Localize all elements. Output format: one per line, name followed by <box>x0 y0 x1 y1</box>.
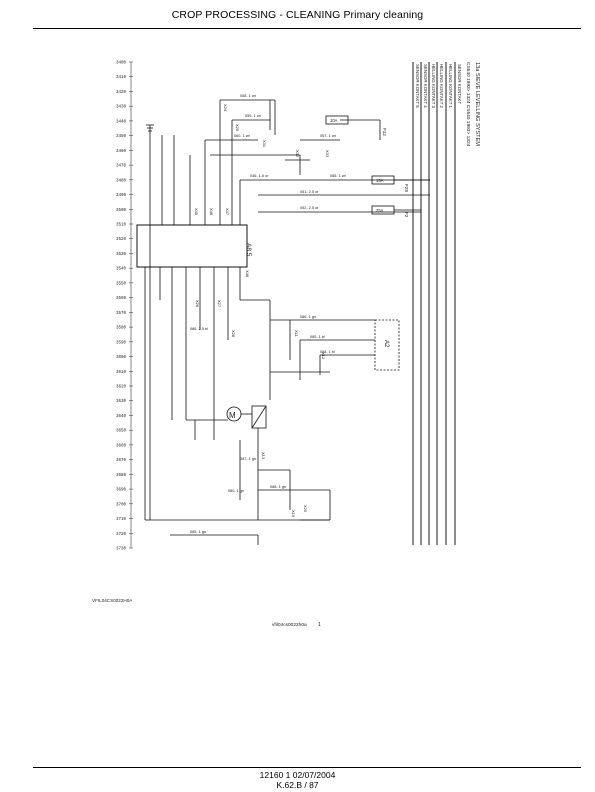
legend-label-6: SENSOR KONTAKT 5 <box>415 64 420 108</box>
connector-tag: X11 <box>294 330 299 338</box>
ruler-label: 3540 <box>116 268 127 272</box>
ruler-label: 3510 <box>116 224 127 228</box>
wire-label: 086- 1 gn <box>300 315 316 319</box>
fuse-label-f28: F28 <box>404 184 409 192</box>
ruler-label: 3590 <box>116 341 127 345</box>
connector-tag: X28 <box>231 330 236 338</box>
footer-doc-ref: 12160 1 02/07/2004 <box>259 770 336 780</box>
ruler-label: 3450 <box>116 135 127 139</box>
connector-tag: X20 <box>303 505 308 513</box>
footer-page-ref: K.62.B / 87 <box>276 780 319 790</box>
ruler-label: 3440 <box>116 120 127 124</box>
ruler-label: 3550 <box>116 282 127 286</box>
ruler-label: 3470 <box>116 165 127 169</box>
ruler-label: 3560 <box>116 297 127 301</box>
ruler-label: 3680 <box>116 474 127 478</box>
module-label: A8.5 <box>245 243 252 257</box>
ruler-label: 3480 <box>116 179 127 183</box>
connector-tag: X48 <box>245 270 250 278</box>
wire-label: 051- 2.5 or <box>300 190 319 194</box>
ruler-label: 3730 <box>116 548 127 552</box>
ruler-label: 3710 <box>116 518 127 522</box>
ruler-label: 3430 <box>116 106 127 110</box>
connector-tag: X12 <box>321 352 326 360</box>
fuse-label-f2: F2 <box>404 212 409 218</box>
connector-tag: X33 <box>325 150 330 158</box>
ruler-label: 3420 <box>116 91 127 95</box>
wire-label: 084- 1 bl <box>320 350 335 354</box>
connector-label-a2: A2 <box>383 340 389 348</box>
legend-label-2: HELLING KONTAKT 1 <box>448 64 453 109</box>
ruler-label: 3570 <box>116 312 127 316</box>
figure-number: 1 <box>318 622 321 628</box>
wire-labels: 058- 1 wt 059- 1 wt 060- 1 wt 057- 1 wt 065-… <box>190 94 347 534</box>
connector-tag: X31 <box>262 140 267 148</box>
fuse-rating-3: 25A <box>376 208 384 213</box>
wire-label: 046- 1.5 or <box>250 174 269 178</box>
legend-label-5: SENSOR KONTAKT 4 <box>423 64 428 108</box>
connector-tag: X26 <box>195 300 200 308</box>
legend-label-1: SENSOR KONTAKT <box>457 64 462 104</box>
ruler-label: 3600 <box>116 356 127 360</box>
fuse-rating-2: 15A <box>376 178 384 183</box>
fuse-label-f12: F12 <box>382 128 387 136</box>
wire-label: 085- 1 bl <box>310 335 325 339</box>
ruler-label: 3640 <box>116 415 127 419</box>
wire-label: 065- 1 wt <box>330 174 347 178</box>
ruler-label: 3670 <box>116 459 127 463</box>
ruler-label: 3580 <box>116 327 127 331</box>
ruler-label: 3400 <box>116 62 127 66</box>
title-block: 13a SIEVE LEVELLING SYSTEM CS540 1993> 1… <box>465 62 480 147</box>
ruler-label: 3660 <box>116 444 127 448</box>
connector-tag: X32 <box>295 150 300 158</box>
ruler-label: 3720 <box>116 533 127 537</box>
wire-label: 057- 1 wt <box>320 134 337 138</box>
ruler-label: 3520 <box>116 238 127 242</box>
footer-rule <box>33 767 581 768</box>
wire-label: 052- 2.5 or <box>300 206 319 210</box>
ruler-label: 3690 <box>116 489 127 493</box>
wire-label: 087- 1 gn <box>240 457 256 461</box>
ruler-label: 3410 <box>116 76 127 80</box>
ruler-label: 3630 <box>116 400 127 404</box>
connector-tag: X24 <box>223 104 228 112</box>
connector-tag: X25 <box>235 124 240 132</box>
wire-label: 088- 1 gn <box>270 485 286 489</box>
wiring <box>136 99 430 545</box>
connector-tag: X27 <box>217 300 222 308</box>
header-rule <box>33 28 581 29</box>
connector-tag: X45 <box>194 208 199 216</box>
legend-label-3: HELLING KONTAKT 2 <box>439 64 444 109</box>
vertical-ruler: 3400 3410 3420 3430 3440 3450 3460 3470 3480 3490… <box>116 62 133 552</box>
ruler-label: 3500 <box>116 209 127 213</box>
ruler-label: 3620 <box>116 386 127 390</box>
connector-tag: X19 <box>291 510 296 518</box>
ruler-label: 3650 <box>116 430 127 434</box>
wire-label: 060- 1 wt <box>234 134 251 138</box>
ruler-label: 3700 <box>116 503 127 507</box>
wire-label: 080- 1 gn <box>228 489 244 493</box>
connector-tag: X47 <box>225 208 230 216</box>
title-block-line-1: 13a SIEVE LEVELLING SYSTEM <box>474 62 480 146</box>
ruler-label: 3530 <box>116 253 127 257</box>
connector-tag: X13 <box>261 452 266 460</box>
figure-caption: vfil04cs0022h0a <box>272 622 307 628</box>
image-code: VFIL04CS0022H0A <box>92 598 133 603</box>
legend-label-4: HELLING KONTAKT 3 <box>431 64 436 109</box>
motor-label: M <box>229 411 236 420</box>
legend-lines <box>412 62 456 545</box>
ruler-label: 3490 <box>116 194 127 198</box>
wire-label: 059- 1 wt <box>245 114 262 118</box>
ruler-label: 3610 <box>116 371 127 375</box>
title-block-line-2: CS540 1993> 1324 CS640 1993> 1324 <box>465 62 471 147</box>
fuse-rating-1: 10A <box>330 118 338 123</box>
wire-label: 058- 1 wt <box>240 94 257 98</box>
wire-label: 085- 1 gn <box>190 530 206 534</box>
connector-tag: X46 <box>209 208 214 216</box>
ruler-label: 3460 <box>116 150 127 154</box>
page-header-title: CROP PROCESSING - CLEANING Primary clean… <box>171 9 424 21</box>
wire-label: 086- 2.5 bl <box>190 327 208 331</box>
